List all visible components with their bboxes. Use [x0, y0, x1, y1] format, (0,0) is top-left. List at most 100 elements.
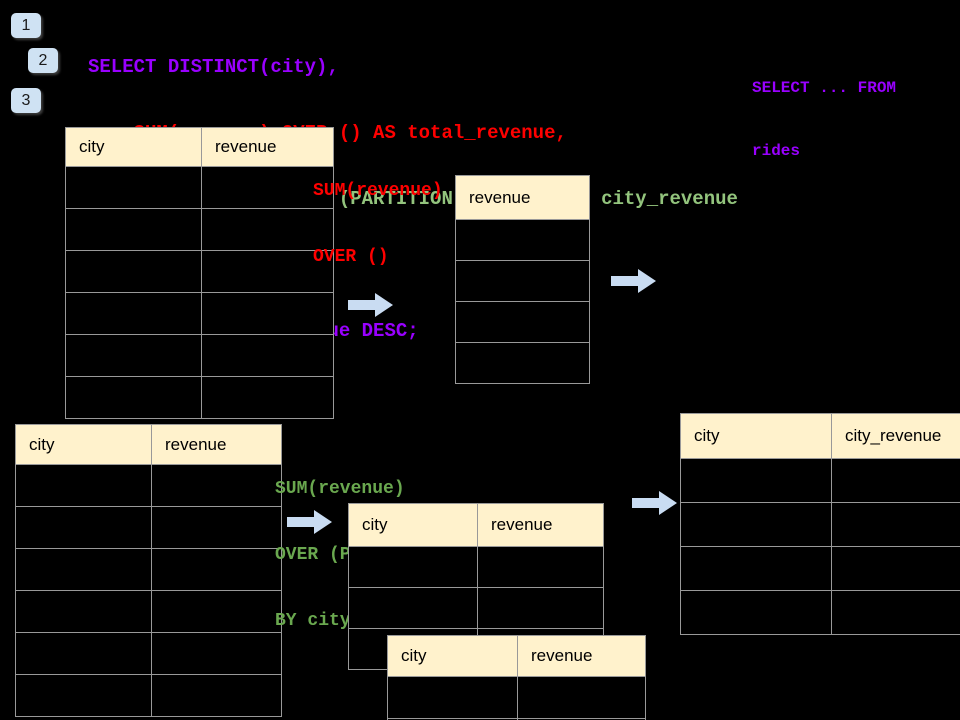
empty-cell: [65, 208, 202, 251]
empty-cell: [151, 464, 282, 507]
empty-cell: [65, 376, 202, 419]
column-header-city: city: [387, 635, 518, 677]
empty-cell: [455, 219, 590, 261]
table-row: [680, 546, 960, 591]
column-header-revenue: revenue: [477, 503, 604, 547]
column-header-revenue: revenue: [517, 635, 646, 677]
column-header-city: city: [65, 127, 202, 167]
empty-cell: [201, 166, 334, 209]
empty-cell: [680, 590, 832, 635]
side-note-line-1: SELECT ... FROM: [752, 79, 897, 97]
empty-cell: [517, 676, 646, 719]
empty-cell: [65, 292, 202, 335]
table-row: [65, 166, 334, 209]
empty-cell: [15, 674, 152, 717]
table-total-revenue: revenue: [455, 175, 590, 384]
empty-cell: [151, 548, 282, 591]
arrow-right-icon: [632, 490, 678, 516]
table-row: [65, 292, 334, 335]
arrow-right-icon: [611, 268, 657, 294]
table-result-city-revenue: city city_revenue: [680, 413, 960, 635]
column-header-city: city: [15, 424, 152, 465]
column-header-revenue: revenue: [455, 175, 590, 220]
table-row: [65, 334, 334, 377]
step-badge-1: 1: [11, 13, 41, 38]
empty-cell: [15, 506, 152, 549]
table-row: [455, 342, 590, 384]
step-badge-1-label: 1: [21, 16, 31, 34]
table-header-row: city revenue: [15, 424, 282, 465]
table-row: [65, 208, 334, 251]
empty-cell: [65, 166, 202, 209]
step-badge-2-label: 2: [38, 51, 48, 69]
empty-cell: [680, 546, 832, 591]
empty-cell: [15, 632, 152, 675]
empty-cell: [517, 718, 646, 720]
empty-cell: [831, 458, 960, 503]
arrow-right-icon: [348, 292, 394, 318]
column-header-revenue: revenue: [151, 424, 282, 465]
empty-cell: [831, 546, 960, 591]
side-note-select-from: SELECT ... FROM rides: [752, 36, 896, 204]
empty-cell: [455, 342, 590, 384]
table-row: [387, 676, 646, 719]
table-row: [455, 301, 590, 343]
empty-cell: [477, 587, 604, 629]
table-header-row: city revenue: [348, 503, 604, 547]
empty-cell: [201, 208, 334, 251]
empty-cell: [151, 506, 282, 549]
annotation-total-line-2: OVER (): [313, 247, 389, 267]
empty-cell: [455, 301, 590, 343]
column-header-city: city: [348, 503, 478, 547]
table-row: [15, 506, 282, 549]
table-row: [15, 632, 282, 675]
table-row: [680, 458, 960, 503]
table-row: [680, 590, 960, 635]
empty-cell: [151, 674, 282, 717]
empty-cell: [348, 587, 478, 629]
step-badge-2: 2: [28, 48, 58, 73]
annotation-partition-line-1: SUM(revenue): [275, 479, 405, 499]
empty-cell: [151, 590, 282, 633]
empty-cell: [65, 250, 202, 293]
step-badge-3: 3: [11, 88, 41, 113]
table-row: [455, 260, 590, 302]
empty-cell: [831, 502, 960, 547]
empty-cell: [201, 250, 334, 293]
empty-cell: [387, 676, 518, 719]
annotation-total-line-1: SUM(revenue): [313, 181, 443, 201]
table-row: [15, 464, 282, 507]
table-row: [15, 590, 282, 633]
step-badge-3-label: 3: [21, 91, 31, 109]
empty-cell: [680, 458, 832, 503]
table-partition-window-back: city revenue: [387, 635, 646, 720]
empty-cell: [348, 546, 478, 588]
arrow-right-icon: [287, 509, 333, 535]
column-header-revenue: revenue: [201, 127, 334, 167]
table-row: [65, 250, 334, 293]
empty-cell: [201, 334, 334, 377]
table-header-row: city revenue: [387, 635, 646, 677]
column-header-city: city: [680, 413, 832, 459]
table-row: [387, 718, 646, 720]
empty-cell: [15, 464, 152, 507]
empty-cell: [455, 260, 590, 302]
empty-cell: [15, 548, 152, 591]
table-row: [65, 376, 334, 419]
sql-line-select: SELECT DISTINCT(city),: [88, 56, 339, 78]
table-row: [15, 674, 282, 717]
annotation-total-revenue: SUM(revenue) OVER (): [313, 136, 443, 312]
table-row: [348, 587, 604, 629]
annotation-partition-line-3: BY city): [275, 611, 362, 631]
table-header-row: city revenue: [65, 127, 334, 167]
table-source-rides-bottom: city revenue: [15, 424, 282, 717]
empty-cell: [831, 590, 960, 635]
table-row: [15, 548, 282, 591]
table-source-rides-top: city revenue: [65, 127, 334, 419]
empty-cell: [477, 546, 604, 588]
empty-cell: [65, 334, 202, 377]
table-header-row: city city_revenue: [680, 413, 960, 459]
column-header-city-revenue: city_revenue: [831, 413, 960, 459]
table-row: [455, 219, 590, 261]
